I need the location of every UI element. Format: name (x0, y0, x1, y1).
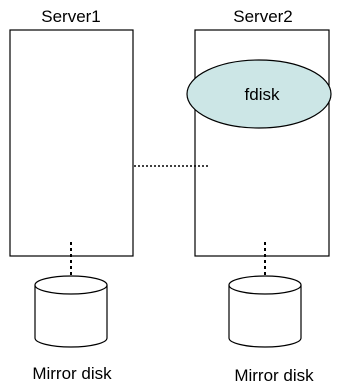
disk2-label: Mirror disk (234, 366, 314, 385)
mirror-disk-1: Mirror disk (32, 275, 112, 383)
server1: Server1 (9, 7, 134, 257)
disk1-body (34, 285, 108, 348)
server1-box (9, 29, 134, 257)
disk1-label: Mirror disk (32, 364, 112, 383)
fdisk-ellipse (186, 59, 332, 129)
fdisk-process: fdisk (186, 59, 332, 129)
mirror-disk-2: Mirror disk (228, 275, 314, 385)
disk1-top (34, 275, 108, 295)
server1-label: Server1 (41, 7, 101, 26)
disk2-top (228, 275, 302, 295)
server2: Server2 (194, 7, 330, 257)
fdisk-label: fdisk (245, 85, 280, 104)
server2-label: Server2 (233, 7, 293, 26)
disk2-body (228, 285, 302, 348)
